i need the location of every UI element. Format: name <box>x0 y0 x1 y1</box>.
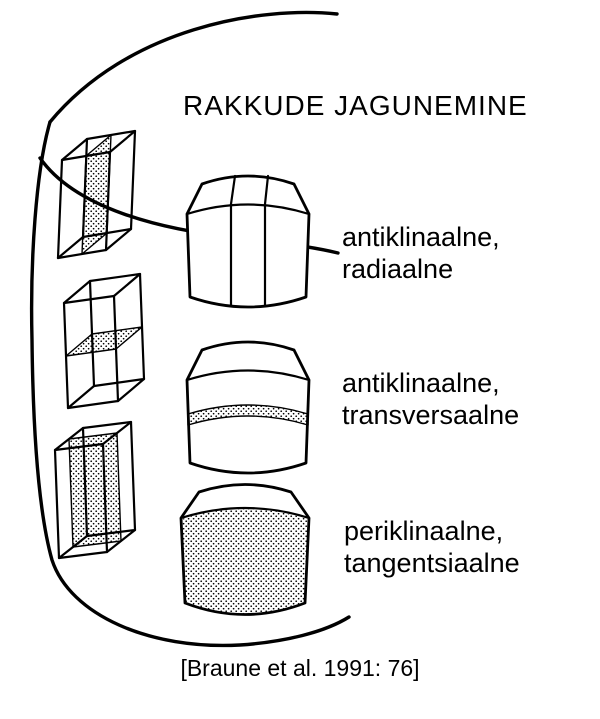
tangential-wall-stipple <box>182 509 308 614</box>
diagram-title: RAKKUDE JAGUNEMINE <box>183 90 528 121</box>
wall-segment-transverse <box>185 340 311 475</box>
radial-plane-stipple <box>81 134 112 255</box>
label-periclinal-tangential-line2: tangentsiaalne <box>344 548 520 578</box>
label-periclinal-tangential: periklinaalne, tangentsiaalne <box>344 515 520 579</box>
wall-segment-radial <box>185 174 311 309</box>
label-anticlinal-radial-line1: antiklinaalne, <box>342 222 500 252</box>
cylinder-back-rim <box>48 10 339 124</box>
cylinder-left-and-bottom-edge <box>29 120 351 648</box>
label-anticlinal-transverse: antiklinaalne, transversaalne <box>342 367 519 431</box>
transverse-wall-stipple <box>187 404 309 426</box>
label-anticlinal-radial-line2: radiaalne <box>342 254 454 284</box>
label-anticlinal-transverse-line1: antiklinaalne, <box>342 368 500 398</box>
tangential-plane-stipple <box>68 432 122 548</box>
label-anticlinal-transverse-line2: transversaalne <box>342 400 520 430</box>
wall-segment-tangential <box>179 483 311 616</box>
small-cell-box-radial <box>56 129 137 260</box>
source-citation: [Braune et al. 1991: 76] <box>180 655 420 681</box>
transverse-plane-stipple <box>65 326 143 357</box>
small-cell-box-tangential <box>53 420 137 560</box>
small-cell-box-transverse <box>62 272 146 410</box>
label-periclinal-tangential-line1: periklinaalne, <box>344 516 504 546</box>
label-anticlinal-radial: antiklinaalne, radiaalne <box>342 221 500 285</box>
